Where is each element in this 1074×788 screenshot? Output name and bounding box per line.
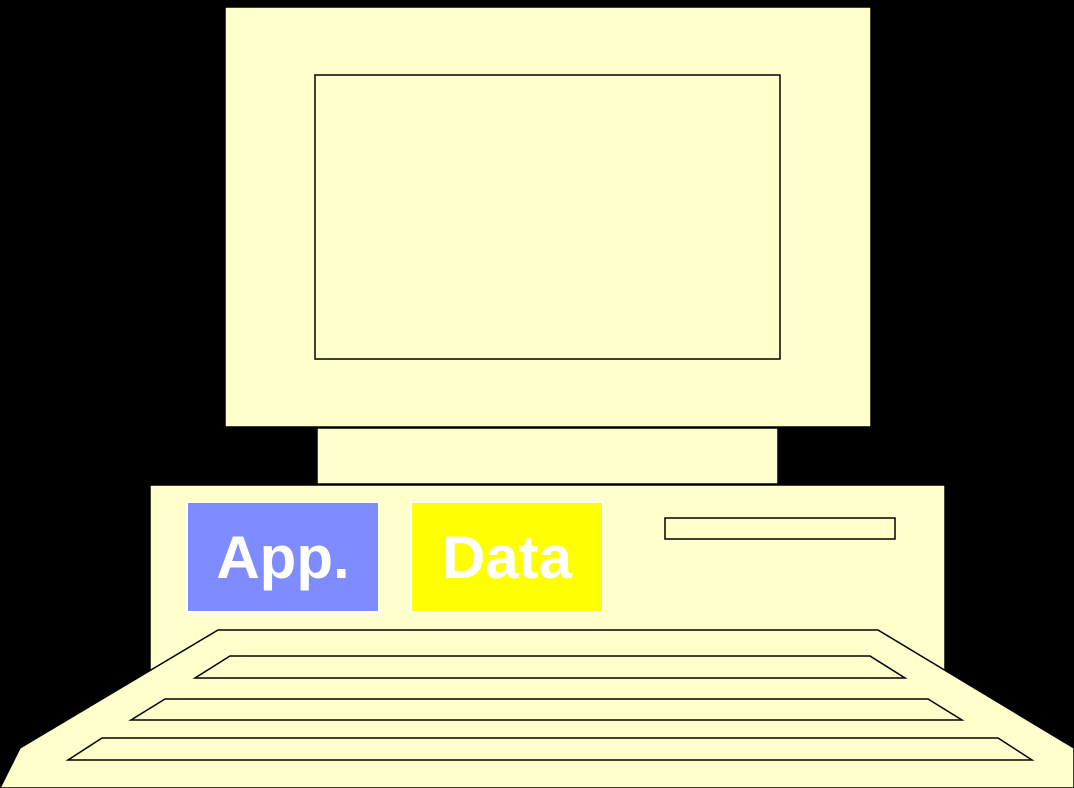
data-box: Data [410,501,604,613]
monitor-stand [316,427,779,485]
disk-drive-slot [664,517,896,540]
keyboard-row-3 [65,737,1035,761]
app-label: App. [216,523,350,591]
app-box: App. [186,501,380,613]
keyboard-row-1 [192,655,908,679]
keyboard-row-2 [128,698,965,721]
data-label: Data [441,523,573,591]
monitor-screen [314,74,781,360]
